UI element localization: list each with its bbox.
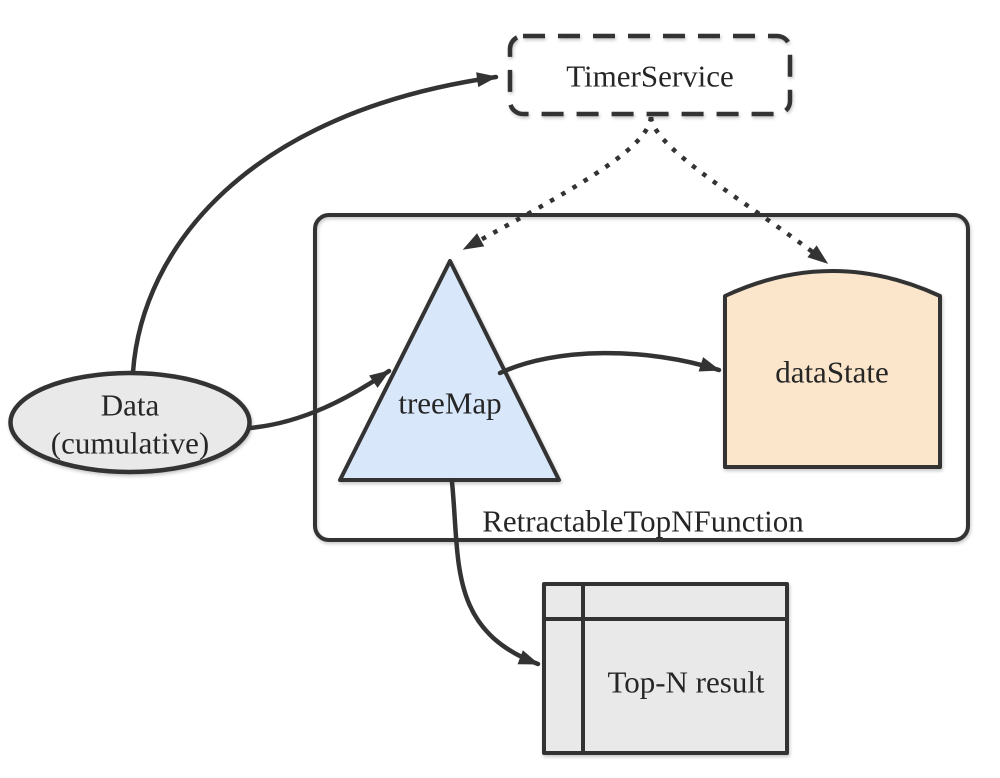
datastate-store [723, 269, 942, 469]
data-cumulative-label-line2: (cumulative) [51, 426, 209, 461]
data-cumulative-label-line1: Data [101, 388, 160, 423]
edge-timerservice-to-treemap [462, 116, 654, 251]
edge-data-to-treemap [247, 368, 392, 431]
edge-treemap-to-topn-result [449, 479, 541, 667]
datastate-label: dataState [775, 355, 889, 390]
retractable-topn-function-label: RetractableTopNFunction [482, 504, 804, 539]
retractable-topn-function-container [313, 213, 970, 542]
topn-result-table [542, 582, 789, 755]
timer-service-label: TimerService [566, 59, 734, 94]
treemap-triangle [338, 259, 561, 482]
timer-service-box [507, 33, 793, 117]
topn-result-label: Top-N result [607, 665, 764, 700]
data-cumulative-ellipse [8, 370, 252, 475]
edge-data-to-timerservice [130, 72, 499, 375]
treemap-label: treeMap [398, 386, 501, 421]
edge-treemap-to-datastate [497, 350, 722, 376]
edge-timerservice-to-datastate [648, 116, 829, 265]
